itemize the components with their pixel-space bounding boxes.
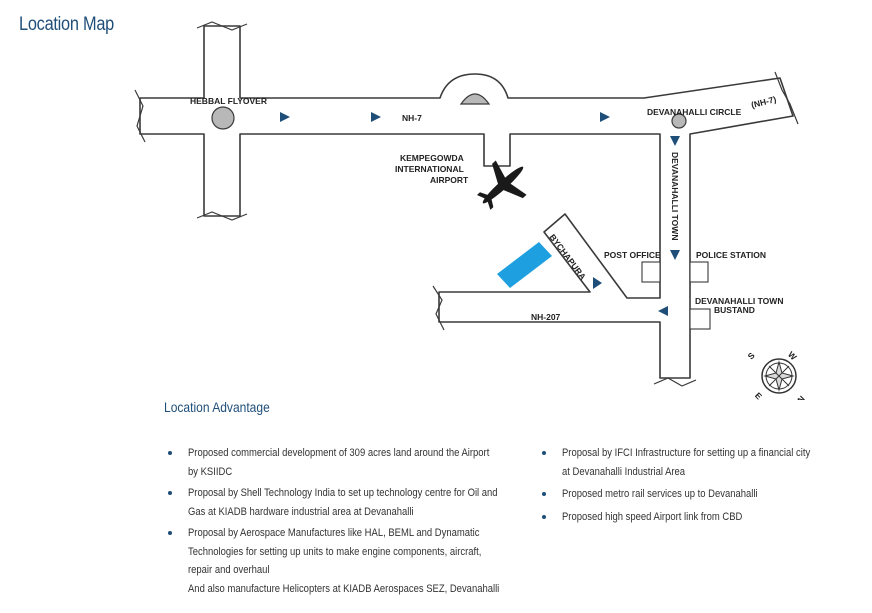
location-map: S W E N HEBBAL FLYOVER NH-7 DEVANAHALLI … (134, 21, 807, 400)
bullet-icon (168, 451, 172, 455)
arrow-icon (600, 112, 610, 122)
location-advantage-title: Location Advantage (164, 399, 270, 415)
list-item: Proposal by Aerospace Manufactures like … (166, 524, 526, 598)
arrow-icon (670, 136, 680, 146)
list-item: Proposed high speed Airport link from CB… (540, 508, 840, 527)
project-site-marker (497, 242, 552, 288)
label-bustand-2: BUSTAND (714, 305, 755, 315)
dome-icon (459, 93, 491, 105)
road-break-town (653, 377, 697, 387)
list-item: Proposal by IFCI Infrastructure for sett… (540, 444, 840, 481)
airplane-icon (476, 160, 527, 210)
bullet-icon (542, 492, 546, 496)
bustand-building (689, 308, 711, 330)
arrow-icon (371, 112, 381, 122)
arrow-icon (593, 277, 602, 289)
compass-n: N (795, 394, 806, 400)
bullet-icon (168, 531, 172, 535)
label-airport-3: AIRPORT (430, 175, 469, 185)
bullet-icon (542, 451, 546, 455)
arrow-icon (670, 250, 680, 260)
police-station-building (689, 261, 709, 283)
page-title: Location Map (19, 14, 115, 35)
advantage-list-right: Proposal by IFCI Infrastructure for sett… (540, 444, 840, 530)
list-item-extra: And also manufacture Helicopters at KIAD… (188, 582, 500, 595)
compass-s: S (746, 350, 757, 361)
bullet-icon (542, 514, 546, 519)
label-hebbal-flyover: HEBBAL FLYOVER (190, 96, 267, 106)
label-bustand-1: DEVANAHALLI TOWN (695, 296, 783, 306)
compass-e: E (753, 390, 764, 400)
advantage-list-left: Proposed commercial development of 309 a… (166, 444, 526, 601)
road-break-north (196, 21, 248, 31)
road-break-east (774, 71, 799, 125)
list-item: Proposed metro rail services up to Devan… (540, 485, 840, 504)
label-police-station: POLICE STATION (696, 250, 766, 260)
label-devanahalli-town: DEVANAHALLI TOWN (670, 152, 680, 240)
label-nh207: NH-207 (531, 312, 561, 322)
arrow-icon (280, 112, 290, 122)
arrow-icon (658, 306, 668, 316)
list-item: Proposed commercial development of 309 a… (166, 444, 526, 481)
compass-icon (761, 358, 797, 394)
hebbal-roundabout (211, 106, 235, 130)
label-devanahalli-circle: DEVANAHALLI CIRCLE (647, 107, 742, 117)
devanahalli-circle-roundabout (671, 113, 687, 129)
label-airport-1: KEMPEGOWDA (400, 153, 464, 163)
post-office-building (641, 261, 661, 283)
road-break-nh207 (432, 285, 445, 331)
label-airport-2: INTERNATIONAL (395, 164, 464, 174)
road-break-south (196, 211, 248, 221)
label-nh7: NH-7 (402, 113, 422, 123)
bullet-icon (168, 491, 172, 495)
label-post-office: POST OFFICE (604, 250, 661, 260)
road-break-west (134, 89, 146, 143)
list-item: Proposal by Shell Technology India to se… (166, 484, 526, 521)
nh7-road (139, 25, 794, 379)
